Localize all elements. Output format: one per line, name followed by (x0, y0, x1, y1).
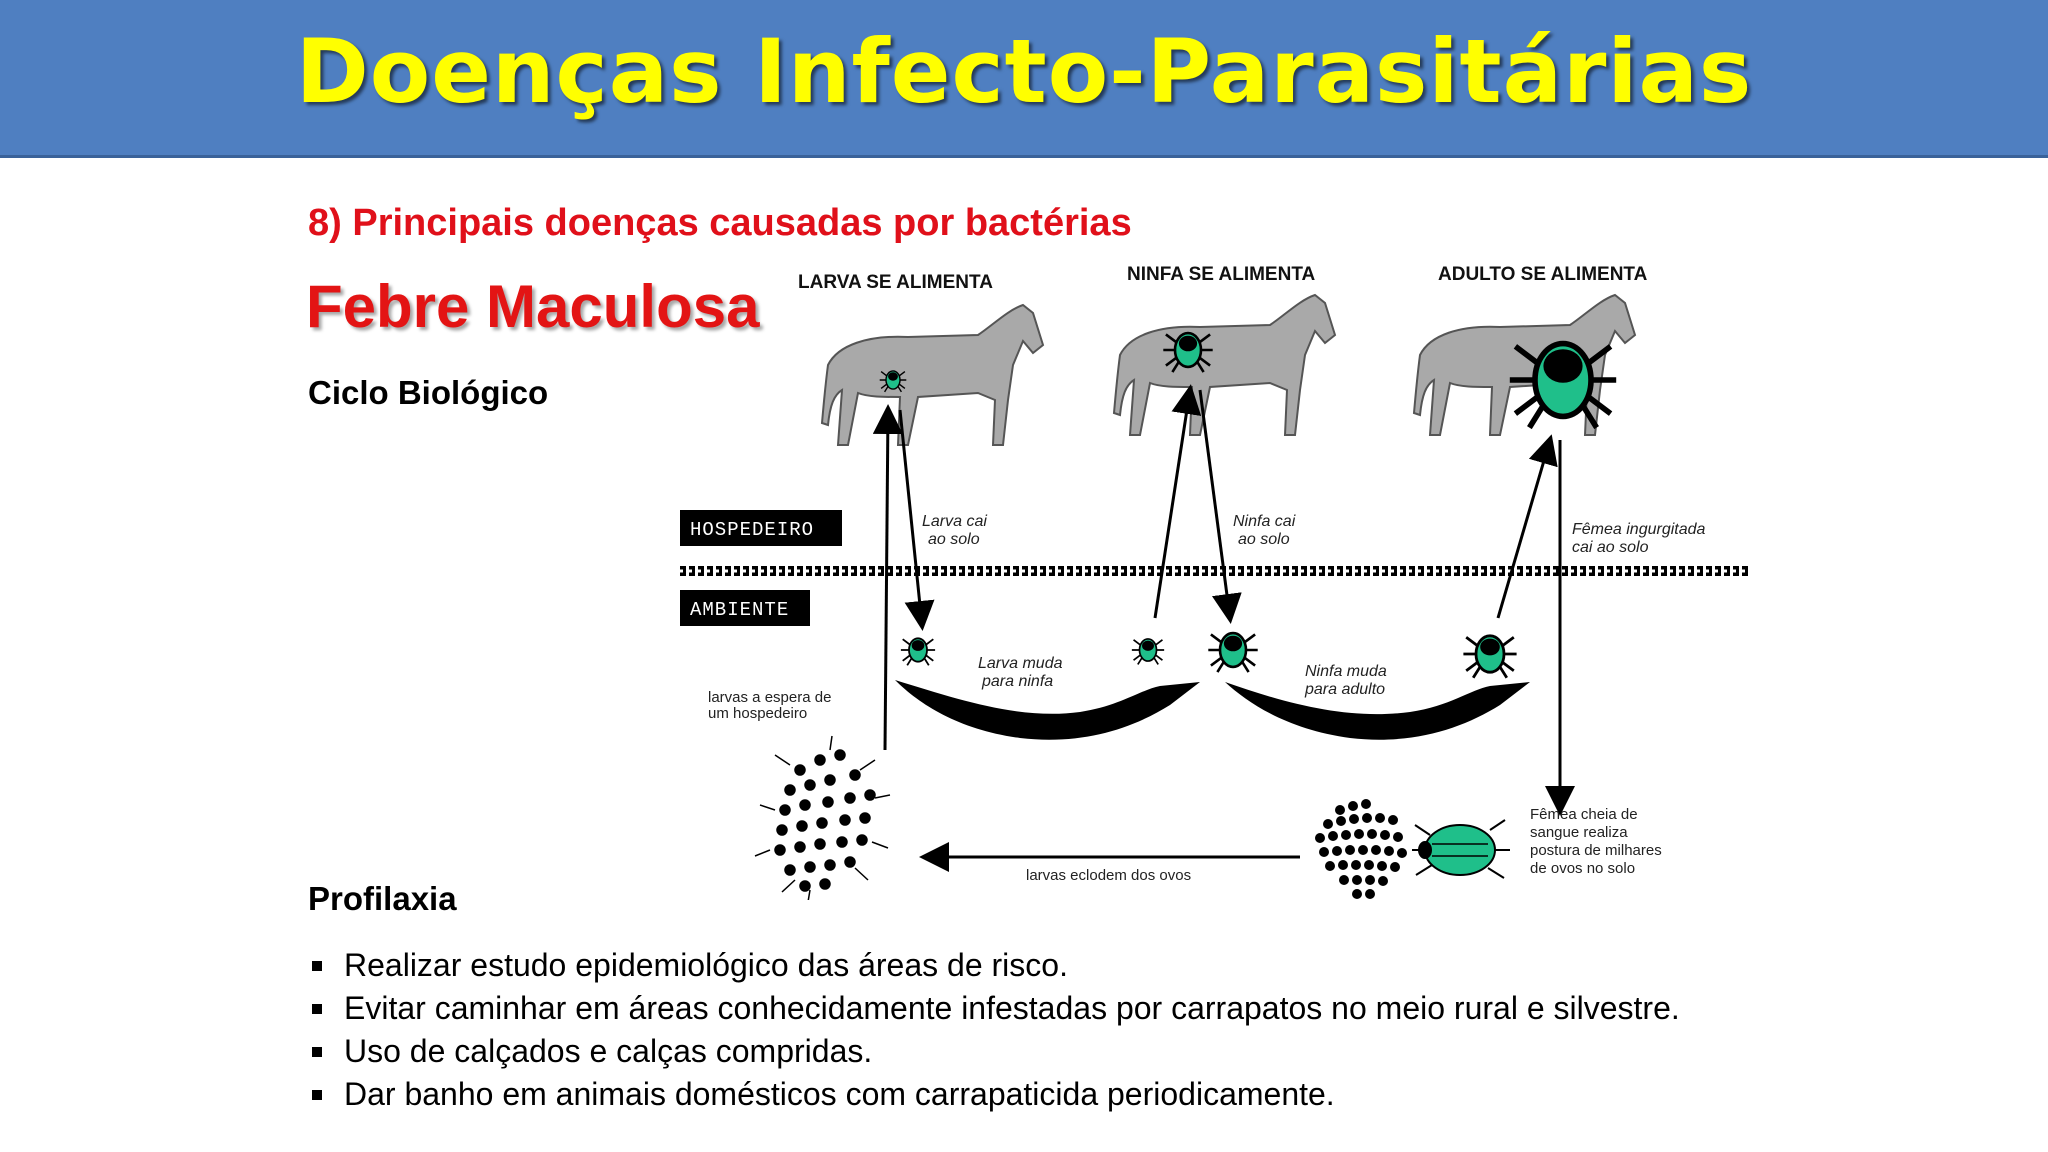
larva-molts-note-2: para ninfa (981, 673, 1053, 690)
cycle-label: Ciclo Biológico (308, 374, 549, 411)
female-falls-note-1: Fêmea ingurgitada (1572, 521, 1706, 538)
ninfa-ground-icon (1207, 631, 1259, 674)
ninfa-ground-small-icon (1130, 638, 1166, 666)
prophylaxis-label: Profilaxia (308, 880, 457, 917)
list-item: Dar banho em animais domésticos com carr… (308, 1073, 1680, 1116)
stage-adulto-label: ADULTO SE ALIMENTA (1438, 264, 1648, 285)
bullet-square-icon (312, 960, 322, 971)
female-falls-note-2: cai ao solo (1572, 539, 1649, 556)
egg-laying-female-icon (1412, 819, 1510, 879)
list-item: Uso de calçados e calças compridas. (308, 1030, 1680, 1073)
horse-ninfa-host (1113, 294, 1336, 436)
bullet-square-icon (312, 1089, 322, 1100)
list-item-text: Evitar caminhar em áreas conhecidamente … (344, 990, 1680, 1026)
female-lays-note-4: de ovos no solo (1530, 860, 1635, 877)
prophylaxis-list: Realizar estudo epidemiológico das áreas… (308, 944, 1680, 1116)
horse-larva-host (821, 304, 1044, 446)
host-box-label: HOSPEDEIRO (690, 519, 814, 541)
arrow-ninfa-drop (1198, 389, 1242, 624)
arrow-ninfa-to-host (1153, 384, 1202, 619)
ninfa-molts-note-1: Ninfa muda (1305, 663, 1387, 680)
arrow-larva-drop (898, 409, 935, 631)
stage-larva-label: LARVA SE ALIMENTA (798, 272, 993, 293)
topic-title: Febre Maculosa (306, 273, 760, 340)
ninfa-falls-note-2: ao solo (1238, 531, 1290, 548)
larvae-hatch-note: larvas eclodem dos ovos (1026, 867, 1191, 884)
list-item-text: Dar banho em animais domésticos com carr… (344, 1076, 1335, 1112)
list-item: Realizar estudo epidemiológico das áreas… (308, 944, 1680, 987)
section-subtitle: 8) Principais doenças causadas por bacté… (308, 202, 1132, 244)
list-item-text: Realizar estudo epidemiológico das áreas… (344, 947, 1068, 983)
bullet-square-icon (312, 1003, 322, 1014)
larvae-waiting-note-1: larvas a espera de (708, 689, 831, 706)
bullet-square-icon (312, 1046, 322, 1057)
larva-ground-icon (900, 637, 936, 667)
host-box (680, 510, 842, 546)
tick-life-cycle-diagram: LARVA SE ALIMENTA NINFA SE ALIMENTA ADUL… (680, 264, 1750, 900)
environment-box (680, 590, 810, 626)
larva-falls-note-1: Larva cai (922, 513, 987, 530)
header-banner: Doenças Infecto-Parasitárias (0, 0, 2048, 158)
arrow-larva-to-host (872, 404, 903, 751)
environment-box-label: AMBIENTE (690, 599, 789, 621)
larvae-waiting-note-2: um hospedeiro (708, 705, 807, 722)
molt-arrow-larva-to-ninfa (895, 680, 1200, 740)
larva-falls-note-2: ao solo (928, 531, 980, 548)
ninfa-molts-note-2: para adulto (1304, 681, 1385, 698)
arrow-adult-to-host (1496, 434, 1558, 619)
list-item: Evitar caminhar em áreas conhecidamente … (308, 987, 1680, 1030)
molt-arrow-ninfa-to-adulto (1225, 682, 1530, 740)
female-lays-note-2: sangue realiza (1530, 824, 1628, 841)
larvae-swarm (754, 735, 891, 900)
horse-adulto-host (1413, 294, 1636, 436)
eggs-cluster (1315, 799, 1407, 899)
female-lays-note-1: Fêmea cheia de (1530, 806, 1638, 823)
female-lays-note-3: postura de milhares (1530, 842, 1662, 859)
ninfa-falls-note-1: Ninfa cai (1233, 513, 1296, 530)
adult-ground-icon (1462, 634, 1518, 680)
list-item-text: Uso de calçados e calças compridas. (344, 1033, 873, 1069)
stage-ninfa-label: NINFA SE ALIMENTA (1127, 264, 1316, 285)
page-title: Doenças Infecto-Parasitárias (295, 20, 1753, 123)
larva-molts-note-1: Larva muda (978, 655, 1063, 672)
